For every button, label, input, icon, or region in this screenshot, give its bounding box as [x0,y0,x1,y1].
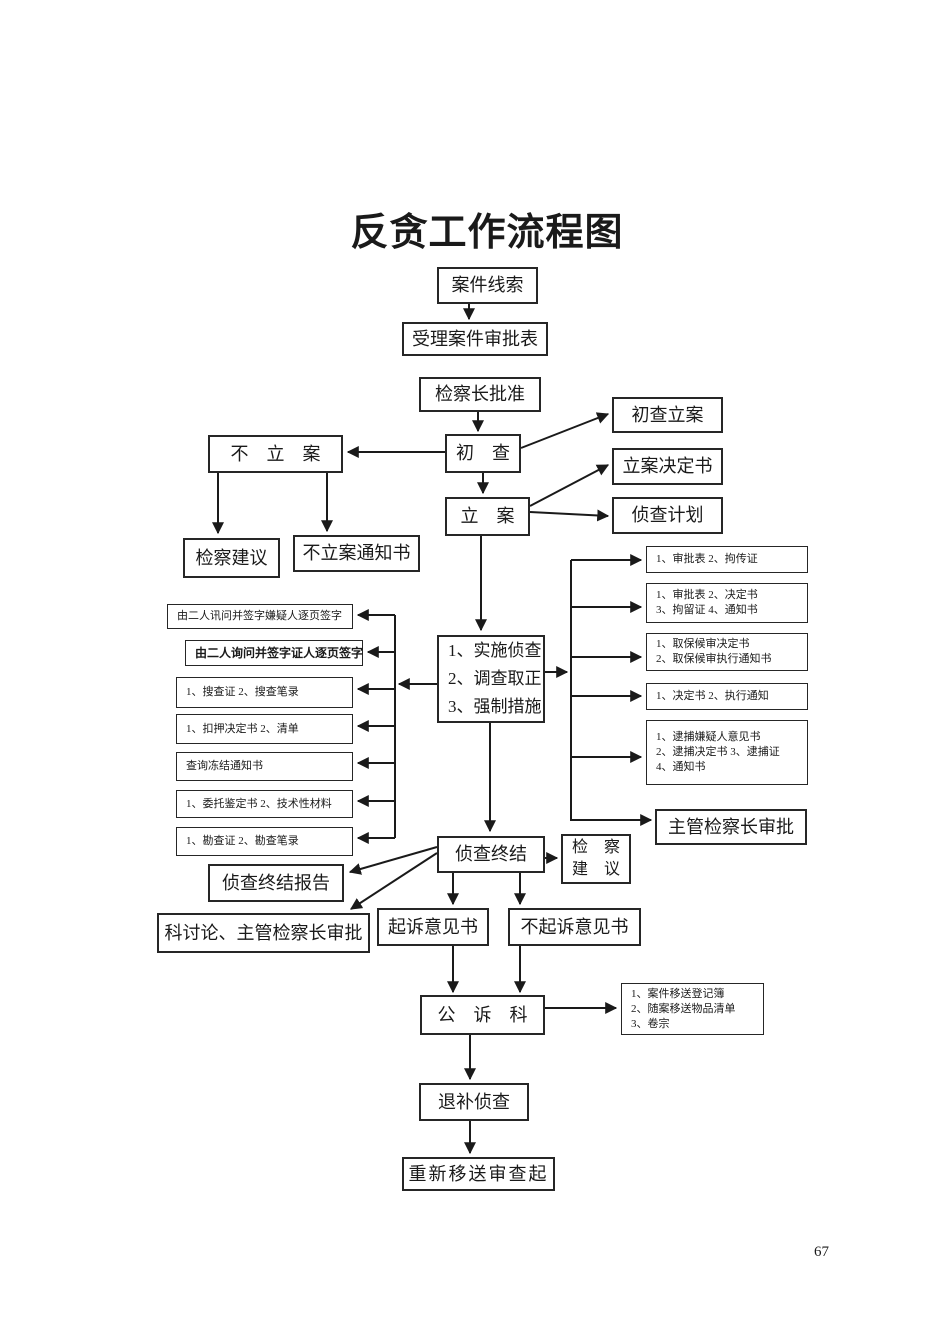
doc-line: 2、取保候审执行通知书 [656,653,772,665]
node-investigation-end: 侦查终结 [437,836,545,873]
step-line: 1、实施侦查 [448,641,542,660]
doc-appraisal: 1、委托鉴定书 2、技术性材料 [176,790,353,818]
node-investigation-steps: 1、实施侦查 2、调查取正 3、强制措施 [437,635,545,723]
doc-freeze-notice: 查询冻结通知书 [176,752,353,781]
node-chief-prosecutor-approval: 主管检察长审批 [655,809,807,845]
doc-arrest: 1、逮捕嫌疑人意见书 2、逮捕决定书 3、逮捕证 4、通知书 [646,720,808,785]
doc-seizure-decision: 1、扣押决定书 2、清单 [176,714,353,744]
node-supplementary-investigation: 退补侦查 [419,1083,529,1121]
doc-line: 2、逮捕决定书 3、逮捕证 [656,746,780,758]
node-inquiry-filing: 初查立案 [612,397,723,433]
doc-line: 3、卷宗 [631,1017,670,1030]
doc-case-transfer: 1、案件移送登记簿 2、随案移送物品清单 3、卷宗 [621,983,764,1035]
node-no-indictment-opinion: 不起诉意见书 [508,908,641,946]
doc-bail: 1、取保候审决定书 2、取保候审执行通知书 [646,633,808,671]
node-dept-discussion-approval: 科讨论、主管检察长审批 [157,913,370,953]
node-prosecution-dept: 公 诉 科 [420,995,545,1035]
advice-line: 建 议 [571,861,620,878]
doc-line: 2、随案移送物品清单 [631,1002,736,1015]
node-filing-decision: 立案决定书 [612,448,723,485]
doc-line: 1、审批表 2、拘传证 [656,553,758,565]
doc-line: 3、拘留证 4、通知书 [656,604,758,616]
doc-line: 1、勘查证 2、勘查笔录 [186,835,299,847]
node-prosecution-advice: 检察建议 [183,538,280,578]
doc-line: 1、搜查证 2、搜查笔录 [186,686,299,698]
node-investigation-end-report: 侦查终结报告 [208,864,344,902]
doc-line: 4、通知书 [656,761,706,773]
node-no-filing: 不 立 案 [208,435,343,473]
doc-line: 1、扣押决定书 2、清单 [186,722,299,735]
doc-line: 查询冻结通知书 [186,760,263,772]
doc-line: 1、取保候审决定书 [656,638,750,650]
step-line: 3、强制措施 [448,697,542,716]
node-filing: 立 案 [445,497,530,536]
node-investigation-plan: 侦查计划 [612,497,723,534]
node-initial-inquiry: 初 查 [445,434,521,473]
node-indictment-opinion: 起诉意见书 [377,908,489,946]
node-prosecution-advice-right: 检 察 建 议 [561,834,631,884]
doc-search-warrant: 1、搜查证 2、搜查笔录 [176,677,353,708]
doc-summons: 1、审批表 2、拘传证 [646,546,808,573]
doc-line: 由二人讯问并签字嫌疑人逐页签字 [177,610,342,622]
doc-line: 1、审批表 2、决定书 [656,589,758,601]
flowchart-title: 反贪工作流程图 [350,212,624,254]
doc-interrogation-suspect: 由二人讯问并签字嫌疑人逐页签字 [167,604,353,629]
node-re-transfer-review: 重新移送审查起 [402,1157,555,1191]
page-number: 67 [814,1244,829,1260]
doc-detention: 1、审批表 2、决定书 3、拘留证 4、通知书 [646,583,808,623]
node-no-filing-notice: 不立案通知书 [293,535,420,572]
doc-execution-notice: 1、决定书 2、执行通知 [646,683,808,710]
node-acceptance-form: 受理案件审批表 [402,322,548,356]
doc-line: 由二人询问并签字证人逐页签字 [195,645,364,660]
node-case-lead: 案件线索 [437,267,538,304]
doc-survey: 1、勘查证 2、勘查笔录 [176,827,353,856]
doc-line: 1、案件移送登记簿 [631,987,725,1000]
advice-line: 检 察 [571,839,620,856]
step-line: 2、调查取正 [448,669,542,688]
doc-line: 1、决定书 2、执行通知 [656,690,769,702]
node-chief-approval: 检察长批准 [419,377,541,412]
doc-line: 1、委托鉴定书 2、技术性材料 [186,797,332,810]
doc-inquiry-witness: 由二人询问并签字证人逐页签字 [185,640,363,666]
doc-line: 1、逮捕嫌疑人意见书 [656,731,761,743]
